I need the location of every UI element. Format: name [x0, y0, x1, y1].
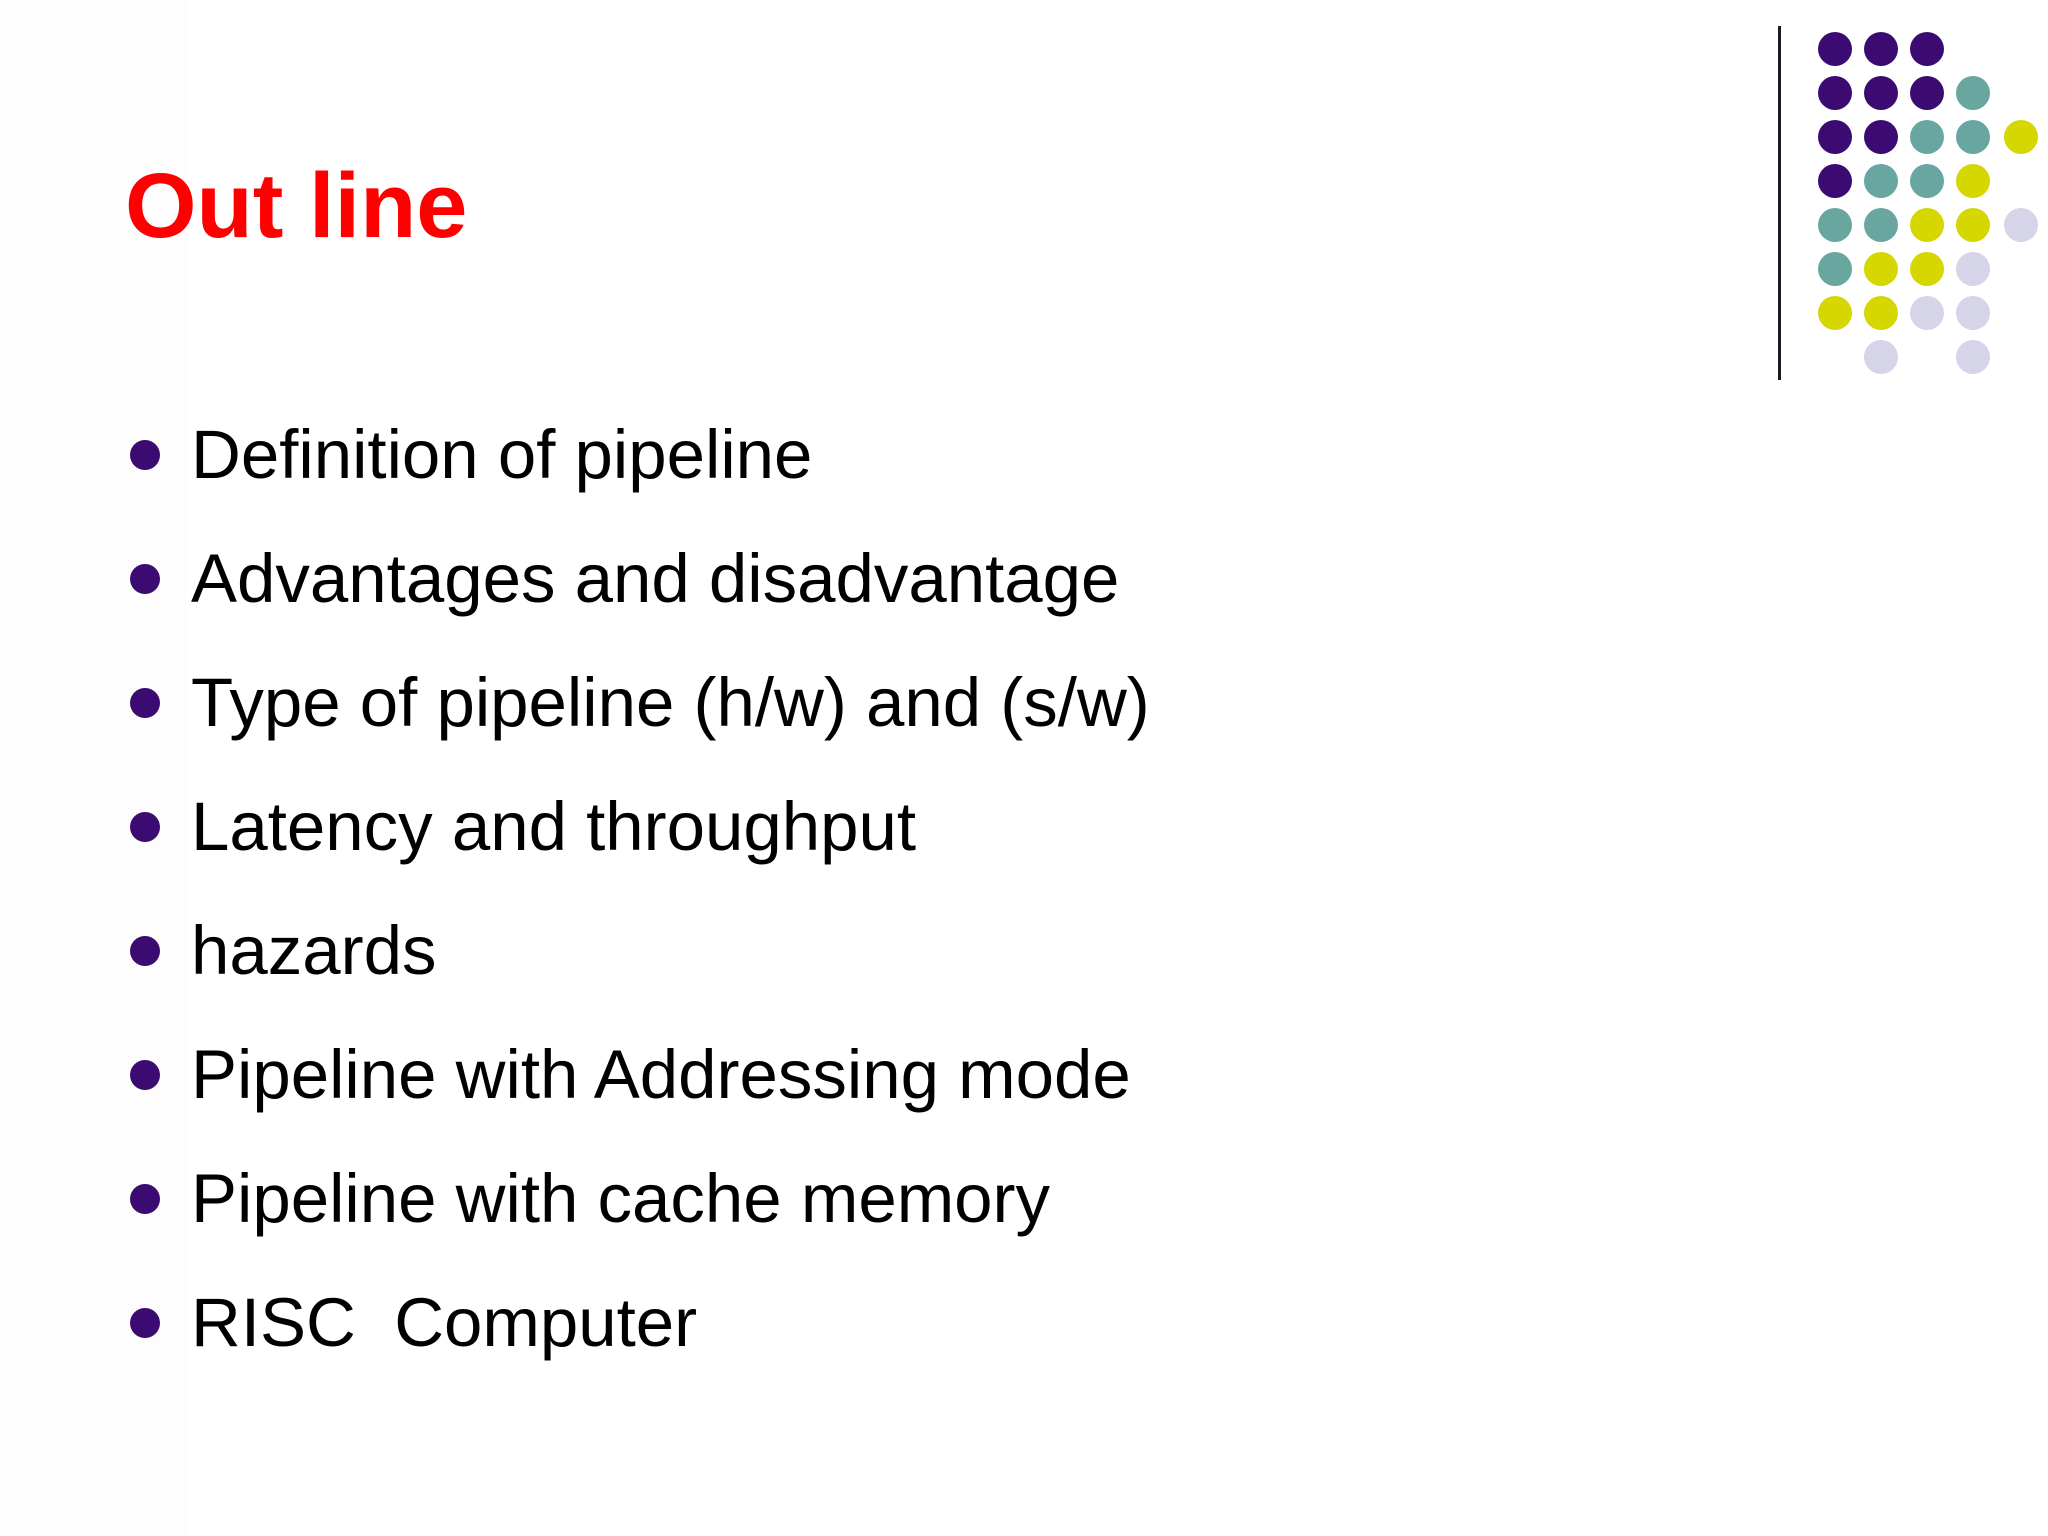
- bullet-item: Type of pipeline (h/w) and (s/w): [130, 640, 1690, 764]
- logo-dot-lavender: [1956, 252, 1990, 286]
- logo-dot-yellow: [1864, 252, 1898, 286]
- bullet-dot-icon: [130, 688, 160, 718]
- bullet-item-label: Advantages and disadvantage: [191, 539, 1120, 617]
- logo-dot-yellow: [1956, 164, 1990, 198]
- logo-dot-yellow: [1956, 208, 1990, 242]
- logo-dot-lavender: [1864, 340, 1898, 374]
- logo-dot-yellow: [1910, 208, 1944, 242]
- bullet-item-label: Definition of pipeline: [191, 415, 813, 493]
- bullet-dot-icon: [130, 1184, 160, 1214]
- bullet-item: Definition of pipeline: [130, 392, 1690, 516]
- bullet-dot-icon: [130, 564, 160, 594]
- logo-dot-yellow: [1818, 296, 1852, 330]
- bullet-item: Latency and throughput: [130, 764, 1690, 888]
- bullet-item: Pipeline with Addressing mode: [130, 1012, 1690, 1136]
- logo-dot-purple: [1864, 120, 1898, 154]
- logo-dot-yellow: [1910, 252, 1944, 286]
- bullet-item-label: Latency and throughput: [191, 787, 917, 865]
- slide-title: Out line: [125, 155, 468, 257]
- logo-dot-purple: [1910, 76, 1944, 110]
- logo-dot-teal: [1956, 76, 1990, 110]
- logo-vertical-rule: [1778, 26, 1781, 380]
- logo-dot-purple: [1818, 32, 1852, 66]
- logo-dot-lavender: [2004, 208, 2038, 242]
- bullet-dot-icon: [130, 936, 160, 966]
- bullet-dot-icon: [130, 812, 160, 842]
- logo-dot-teal: [1956, 120, 1990, 154]
- logo-dot-lavender: [1910, 296, 1944, 330]
- bullet-item-label: RISC Computer: [191, 1283, 698, 1361]
- logo-dot-teal: [1910, 120, 1944, 154]
- bullet-item-label: Pipeline with cache memory: [191, 1159, 1051, 1237]
- bullet-item-label: hazards: [191, 911, 437, 989]
- logo-dot-teal: [1864, 208, 1898, 242]
- bullet-dot-icon: [130, 440, 160, 470]
- logo-dot-purple: [1910, 32, 1944, 66]
- logo-dot-teal: [1818, 208, 1852, 242]
- logo-dot-purple: [1818, 76, 1852, 110]
- logo-dot-grid: [1818, 18, 2048, 378]
- logo-dot-teal: [1818, 252, 1852, 286]
- logo-dot-yellow: [1864, 296, 1898, 330]
- logo-dot-purple: [1864, 76, 1898, 110]
- bullet-item-label: Pipeline with Addressing mode: [191, 1035, 1131, 1113]
- logo-dot-purple: [1818, 120, 1852, 154]
- bullet-item: hazards: [130, 888, 1690, 1012]
- digital-dots-logo: [1770, 18, 2048, 380]
- logo-dot-purple: [1818, 164, 1852, 198]
- slide-left-band: [0, 0, 186, 1536]
- bullet-dot-icon: [130, 1308, 160, 1338]
- logo-dot-lavender: [1956, 340, 1990, 374]
- bullet-item: Advantages and disadvantage: [130, 516, 1690, 640]
- bullet-item: Pipeline with cache memory: [130, 1136, 1690, 1260]
- bullet-item: RISC Computer: [130, 1260, 1690, 1384]
- logo-dot-yellow: [2004, 120, 2038, 154]
- logo-dot-lavender: [1956, 296, 1990, 330]
- bullet-item-label: Type of pipeline (h/w) and (s/w): [191, 663, 1150, 741]
- logo-dot-purple: [1864, 32, 1898, 66]
- bullet-dot-icon: [130, 1060, 160, 1090]
- logo-dot-teal: [1910, 164, 1944, 198]
- logo-dot-teal: [1864, 164, 1898, 198]
